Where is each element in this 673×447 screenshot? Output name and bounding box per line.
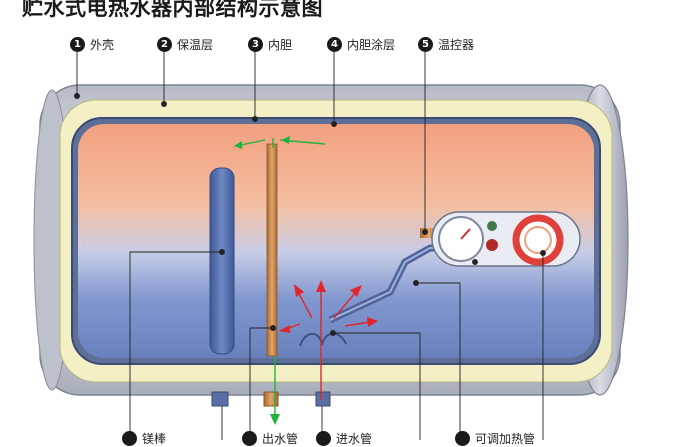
label-thermostat: 5 温控器 xyxy=(418,36,474,53)
label-text: 出水管 xyxy=(262,432,299,446)
label-text: 内胆涂层 xyxy=(347,38,396,52)
label-text: 进水管 xyxy=(336,432,373,446)
inner-tank xyxy=(71,117,601,365)
label-insulation: 2 保温层 xyxy=(157,36,213,53)
label-heating-element: 可调加热管 xyxy=(455,430,535,447)
label-text: 外壳 xyxy=(90,38,115,52)
magnesium-rod xyxy=(209,167,235,355)
label-number: 5 xyxy=(418,37,433,52)
outlet-pipe xyxy=(266,143,278,357)
label-number: 1 xyxy=(70,37,85,52)
leader-lines xyxy=(74,52,546,440)
label-text: 可调加热管 xyxy=(475,432,536,446)
label-number: 4 xyxy=(327,37,342,52)
thermostat-panel xyxy=(420,211,581,267)
label-text: 内胆 xyxy=(268,38,293,52)
label-number xyxy=(455,431,470,446)
label-outlet-pipe: 出水管 xyxy=(242,430,298,447)
flow-arrows xyxy=(234,136,378,425)
diagram-title: 贮水式电热水器内部结构示意图 xyxy=(22,0,323,20)
label-text: 温控器 xyxy=(438,38,475,52)
label-number xyxy=(316,431,331,446)
label-inlet-pipe: 进水管 xyxy=(316,430,372,447)
label-shell: 1 外壳 xyxy=(70,36,114,53)
label-magnesium-rod: 镁棒 xyxy=(122,430,166,447)
label-number: 3 xyxy=(248,37,263,52)
label-tank-coating: 4 内胆涂层 xyxy=(327,36,395,53)
label-number xyxy=(242,431,257,446)
label-text: 保温层 xyxy=(177,38,214,52)
label-text: 镁棒 xyxy=(142,432,167,446)
label-number xyxy=(122,431,137,446)
label-number: 2 xyxy=(157,37,172,52)
label-inner-tank: 3 内胆 xyxy=(248,36,292,53)
watermark: . xyxy=(78,233,83,251)
